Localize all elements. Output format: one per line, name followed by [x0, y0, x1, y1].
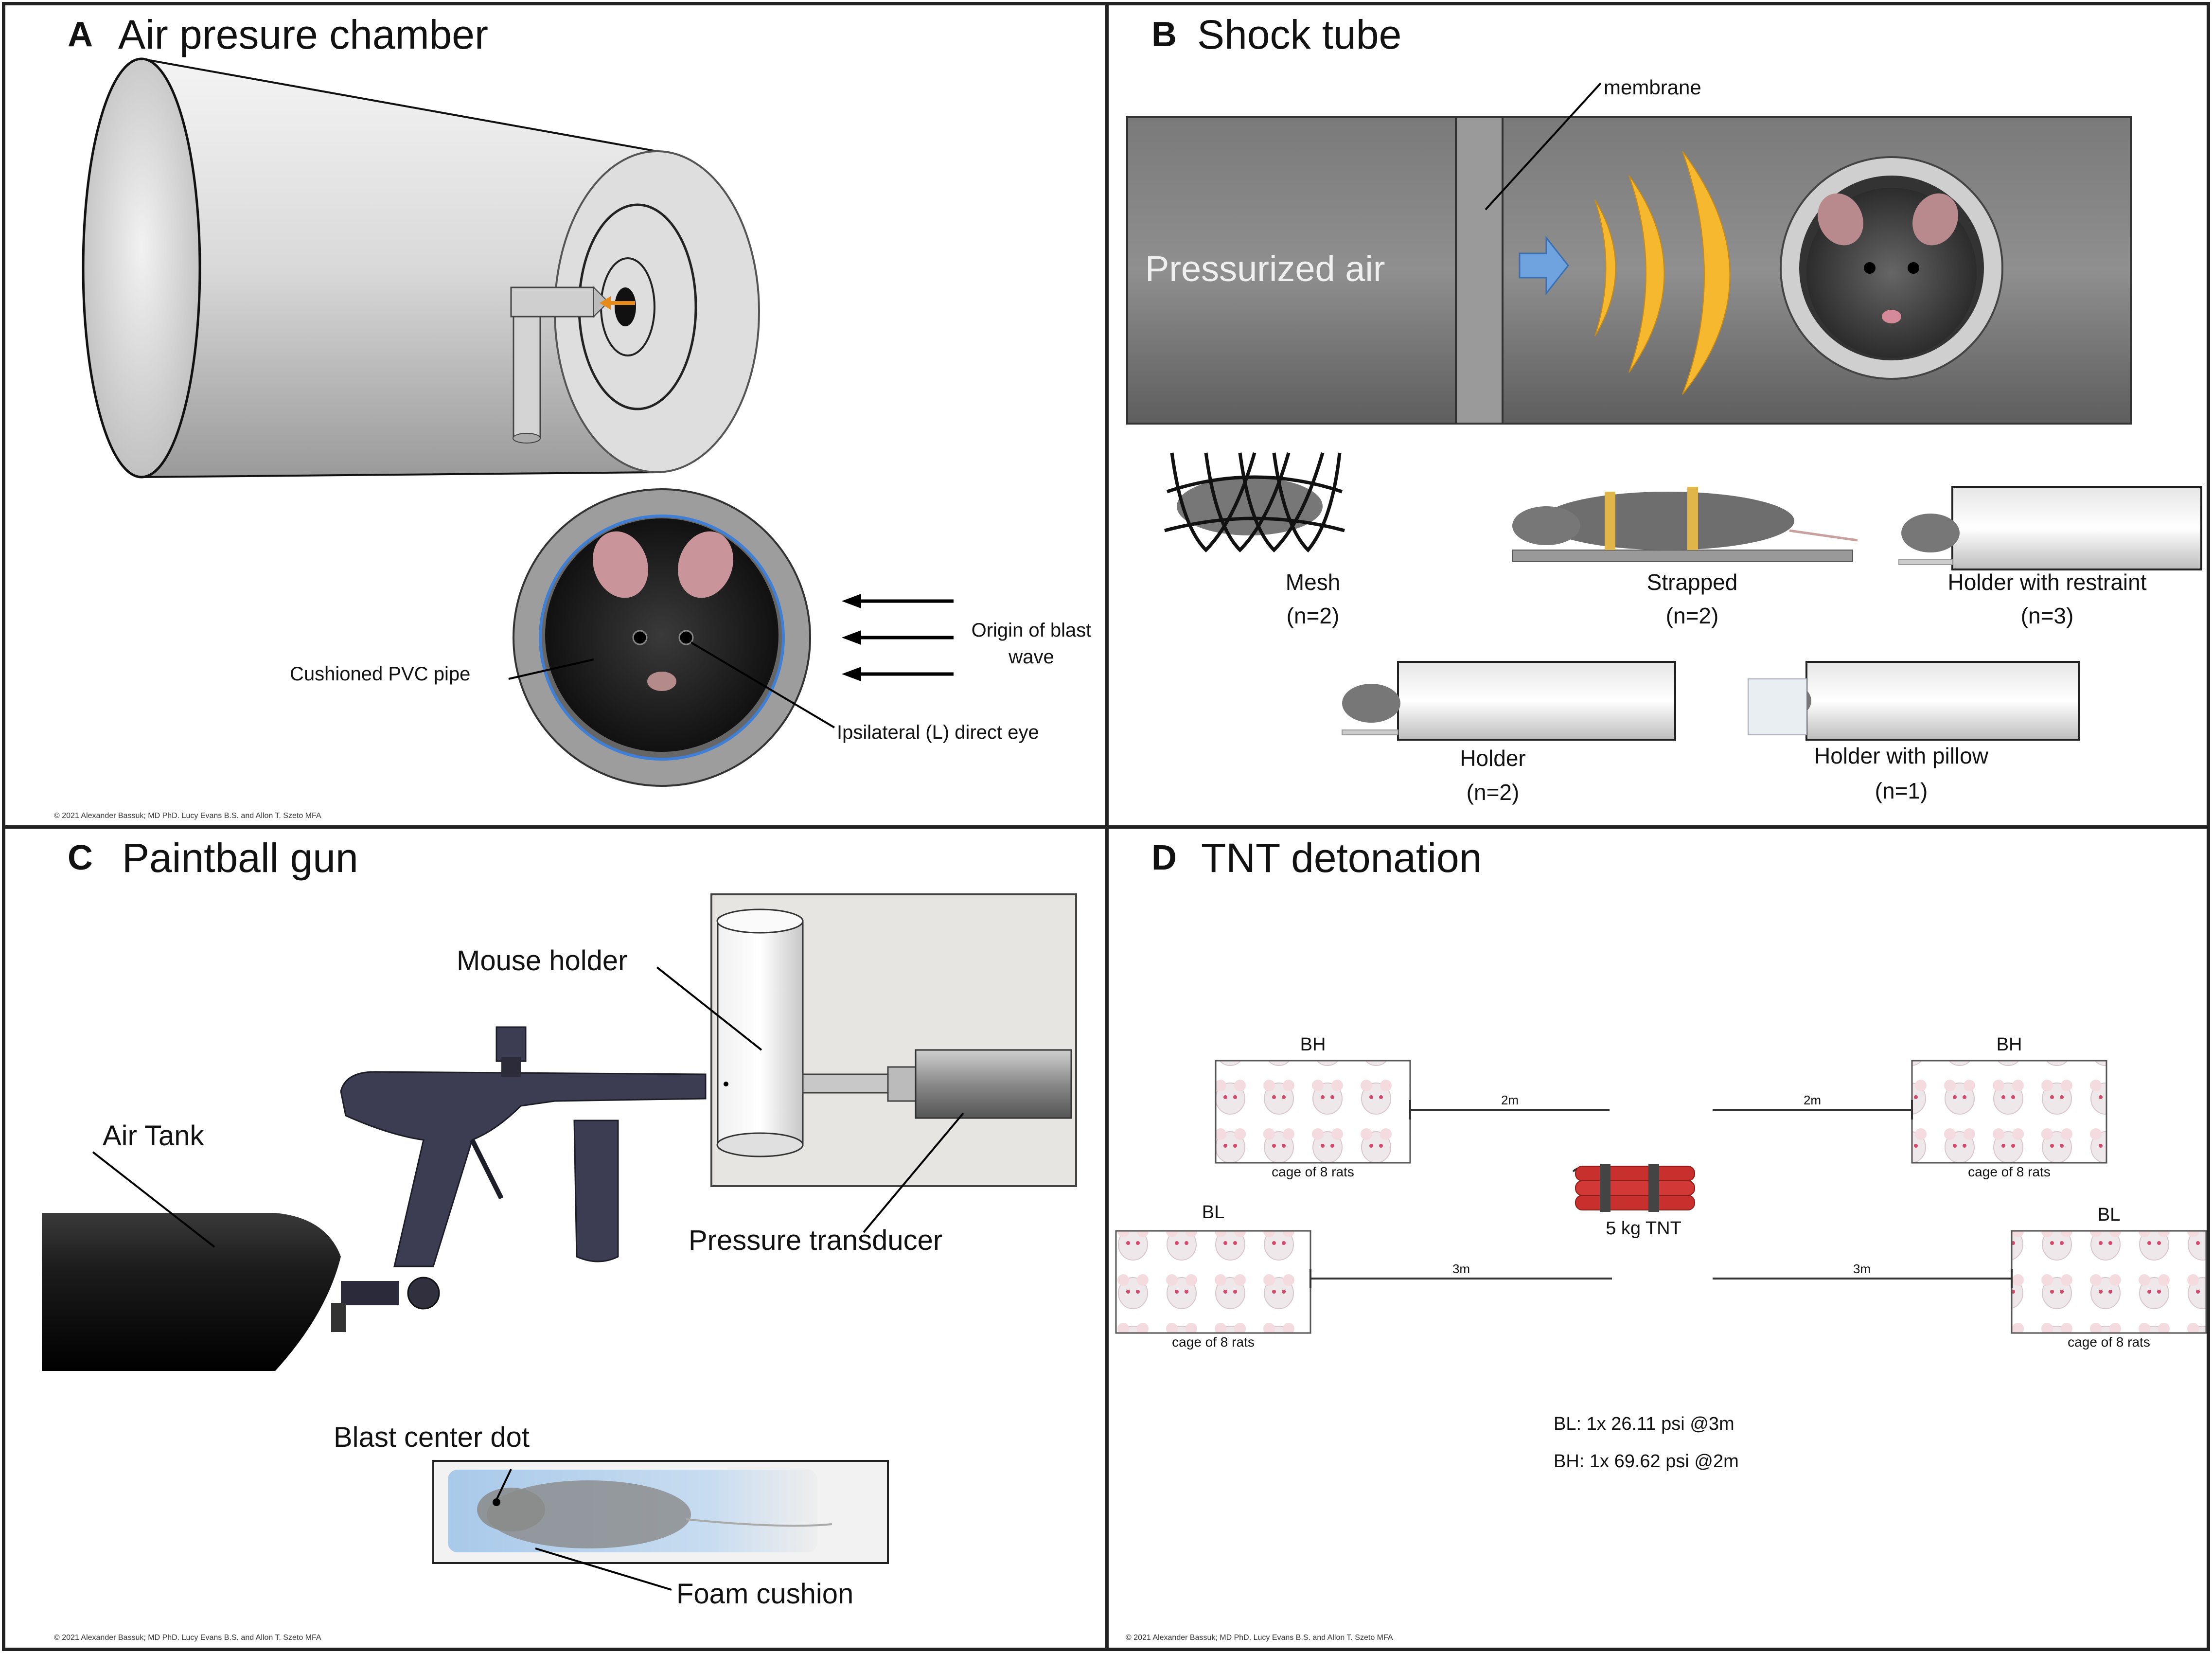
pressure-transducer [915, 1049, 1072, 1119]
mouse-holder-cylinder [717, 920, 804, 1146]
tnt-label: 5 kg TNT [1606, 1218, 1681, 1239]
panel-letter: B [1151, 15, 1177, 54]
origin-label-line1: Origin of blast [971, 620, 1092, 641]
setup-holder-restraint-n: (n=3) [2020, 603, 2074, 628]
setup-holder-pillow-n: (n=1) [1875, 778, 1928, 803]
trigger [470, 1138, 504, 1200]
membrane-label: membrane [1604, 76, 1701, 99]
cage-caption-bh-left: cage of 8 rats [1272, 1164, 1354, 1179]
t-pipe-horizontal [510, 286, 595, 318]
cage-bl-left [1115, 1230, 1311, 1334]
bh-label-left: BH [1300, 1034, 1326, 1055]
distance-bl-right: 3m [1853, 1262, 1871, 1276]
mouse-holder-label: Mouse holder [457, 945, 628, 977]
setup-holder-name: Holder [1460, 746, 1526, 771]
gun-connector [341, 1281, 399, 1305]
panel-letter: A [68, 15, 93, 54]
paintball-gun-body [340, 1071, 707, 1267]
ipsilateral-eye [678, 630, 694, 645]
pillow [1748, 678, 1807, 735]
cage-bh-right [1911, 1060, 2107, 1164]
bh-label-right: BH [1996, 1034, 2022, 1055]
pressure-transducer-label: Pressure transducer [689, 1225, 943, 1256]
foam-cushion-label: Foam cushion [676, 1578, 854, 1610]
setup-strapped-n: (n=2) [1665, 603, 1719, 628]
setup-holder-pillow-name: Holder with pillow [1814, 743, 1988, 768]
cage-bh-left [1215, 1060, 1411, 1164]
cage-caption-bl-left: cage of 8 rats [1172, 1334, 1255, 1350]
copyright-note: © 2021 Alexander Bassuk; MD PhD. Lucy Ev… [54, 812, 321, 820]
panel-c-paintball-gun: C Paintball gun Mouse holder Air Tank Pr… [2, 825, 1109, 1651]
blue-flow-arrow [1519, 235, 1569, 296]
membrane-section [1455, 116, 1504, 425]
cage-caption-bl-right: cage of 8 rats [2068, 1334, 2150, 1350]
setup-mesh-n: (n=2) [1286, 603, 1340, 628]
holder-with-restraint [1951, 486, 2202, 570]
distance-bh-right: 2m [1803, 1093, 1822, 1107]
setup-mesh-name: Mesh [1285, 569, 1341, 595]
shock-tube-illustration [1126, 82, 2202, 741]
panel-title: Shock tube [1197, 12, 1402, 57]
bh-result-text: BH: 1x 69.62 psi @2m [1554, 1451, 1739, 1472]
chamber-left-end [82, 57, 201, 479]
setup-strapped-name: Strapped [1646, 569, 1738, 595]
cushioned-pipe-label: Cushioned PVC pipe [290, 663, 471, 685]
holder-with-pillow [1805, 661, 2080, 741]
air-tank-label: Air Tank [103, 1120, 204, 1152]
bl-result-text: BL: 1x 26.11 psi @3m [1554, 1414, 1734, 1434]
distance-bh-left: 2m [1501, 1093, 1519, 1107]
panel-b-shock-tube: B Shock tube membrane Pressurized air Me… [1105, 2, 2210, 829]
mesh-setup [1164, 452, 1345, 553]
eye-label: Ipsilateral (L) direct eye [837, 722, 1039, 743]
strap-2 [1687, 487, 1698, 550]
panel-d-tnt-detonation: D TNT detonation BH BH BL BL cage of 8 r… [1105, 825, 2210, 1651]
strapped-rat [1541, 492, 1794, 550]
cage-bl-right [2011, 1230, 2207, 1334]
origin-label-line2: wave [1009, 646, 1054, 668]
t-pipe-vertical [513, 316, 541, 439]
tnt-layout-diagram [1115, 1060, 2207, 1334]
shock-wave-3 [1682, 151, 1731, 395]
tnt-dynamite [1572, 1164, 1695, 1212]
nozzle-opening [615, 287, 636, 326]
bl-label-right: BL [2097, 1205, 2121, 1225]
blast-center-dot [493, 1498, 500, 1506]
pressurized-air-label: Pressurized air [1145, 249, 1385, 289]
distance-bl-left: 3m [1452, 1262, 1470, 1276]
panel-letter: C [68, 838, 93, 877]
strapped-board [1512, 550, 1853, 562]
panel-a-air-pressure-chamber: A Air presure chamber Cushioned PVC pipe… [2, 2, 1109, 829]
mouse-face [545, 518, 779, 752]
setup-holder-restraint-name: Holder with restraint [1947, 569, 2147, 595]
air-chamber-illustration [82, 57, 954, 787]
blast-center-dot-label: Blast center dot [334, 1422, 530, 1453]
cage-caption-bh-right: cage of 8 rats [1968, 1164, 2051, 1179]
panel-letter: D [1151, 838, 1177, 877]
bl-label-left: BL [1202, 1202, 1225, 1223]
air-tank [42, 1213, 341, 1371]
panel-title: TNT detonation [1201, 835, 1482, 881]
panel-title: Air presure chamber [118, 12, 488, 57]
copyright-note: © 2021 Alexander Bassuk; MD PhD. Lucy Ev… [54, 1634, 321, 1642]
gun-foregrip [573, 1120, 619, 1262]
copyright-note: © 2021 Alexander Bassuk; MD PhD. Lucy Ev… [1126, 1634, 1393, 1642]
setup-holder-n: (n=2) [1466, 780, 1520, 805]
panel-title: Paintball gun [122, 835, 358, 881]
holder [1397, 661, 1676, 741]
shock-wave-2 [1628, 175, 1665, 373]
shock-wave-1 [1594, 199, 1616, 337]
strap-1 [1605, 492, 1615, 550]
paintball-gun-illustration [42, 893, 1077, 1591]
